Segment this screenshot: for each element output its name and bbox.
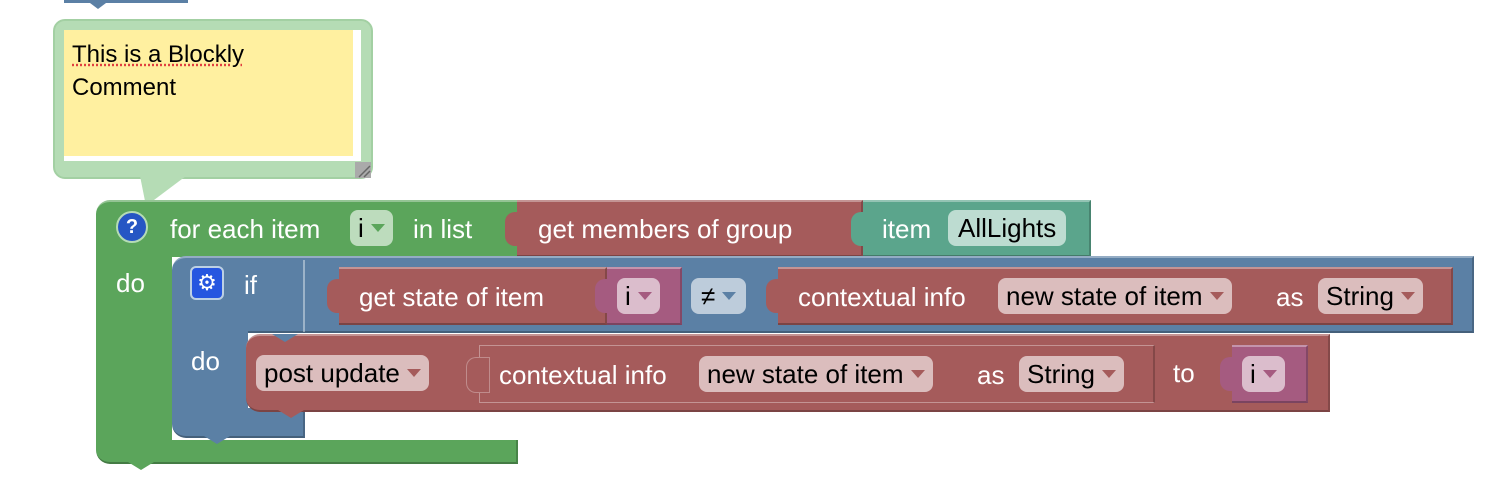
post-update-action-dropdown[interactable]: post update <box>256 355 429 391</box>
action-cast-type-dropdown[interactable]: String <box>1019 356 1124 392</box>
for-each-block-bottom <box>96 440 518 464</box>
to-label: to <box>1173 358 1195 388</box>
for-each-block-spine <box>96 255 172 445</box>
item-name-field[interactable]: AllLights <box>948 210 1067 246</box>
dropdown-arrow-icon <box>910 370 925 379</box>
get-members-label: get members of group <box>538 214 793 244</box>
dropdown-arrow-icon <box>1400 292 1415 301</box>
help-icon[interactable]: ? <box>116 211 148 243</box>
action-as-label: as <box>977 360 1005 390</box>
post-update-top-notch <box>272 334 298 342</box>
input-connector <box>327 279 349 313</box>
dropdown-arrow-icon <box>722 292 737 301</box>
dropdown-arrow-icon <box>1209 292 1224 301</box>
in-list-label: in list <box>413 214 473 244</box>
post-update-bottom-notch <box>278 410 304 418</box>
item-label: item <box>882 214 932 244</box>
comment-text-line2: Comment <box>72 74 177 101</box>
for-each-bottom-notch <box>128 462 154 470</box>
info-type-dropdown[interactable]: new state of item <box>998 278 1232 314</box>
contextual-info-action-label: contextual info <box>499 360 667 390</box>
partial-block-above[interactable] <box>64 0 188 3</box>
input-connector <box>851 212 873 246</box>
comment-text: This is a Blockly Comment <box>72 38 244 104</box>
input-connector <box>1220 357 1242 391</box>
target-variable-dropdown[interactable]: i <box>1242 356 1285 392</box>
if-label: if <box>244 270 257 300</box>
dropdown-arrow-icon <box>1262 370 1277 379</box>
as-label: as <box>1276 282 1304 312</box>
for-each-block[interactable] <box>96 200 518 257</box>
dropdown-arrow-icon <box>637 292 652 301</box>
cast-type-dropdown[interactable]: String <box>1318 278 1423 314</box>
input-connector <box>466 357 490 393</box>
condition-slot <box>303 260 305 332</box>
if-do-label: do <box>191 346 220 376</box>
contextual-info-label: contextual info <box>798 282 966 312</box>
get-state-of-item-block[interactable] <box>339 267 607 325</box>
if-bottom-notch <box>204 436 230 444</box>
input-connector <box>505 212 527 246</box>
dropdown-arrow-icon <box>1101 370 1116 379</box>
for-each-label: for each item <box>170 214 321 244</box>
partial-block-notch <box>86 0 110 9</box>
input-connector <box>595 279 617 313</box>
input-connector <box>766 279 788 313</box>
get-state-label: get state of item <box>359 282 544 312</box>
mutator-gear-icon[interactable]: ⚙ <box>190 266 224 300</box>
action-info-type-dropdown[interactable]: new state of item <box>699 356 933 392</box>
comment-text-line1: This is a Blockly <box>72 41 245 68</box>
for-each-do-label: do <box>116 268 145 298</box>
comment-textarea[interactable]: This is a Blockly Comment <box>64 30 361 161</box>
loop-variable-dropdown[interactable]: i <box>350 210 393 246</box>
if-block-bottom <box>172 408 305 438</box>
compare-operator-dropdown[interactable]: ≠ <box>691 278 747 314</box>
variable-dropdown[interactable]: i <box>617 278 660 314</box>
dropdown-arrow-icon <box>406 369 421 378</box>
resize-handle-icon[interactable] <box>355 162 371 178</box>
if-block-spine <box>172 330 248 410</box>
dropdown-arrow-icon <box>370 224 385 233</box>
